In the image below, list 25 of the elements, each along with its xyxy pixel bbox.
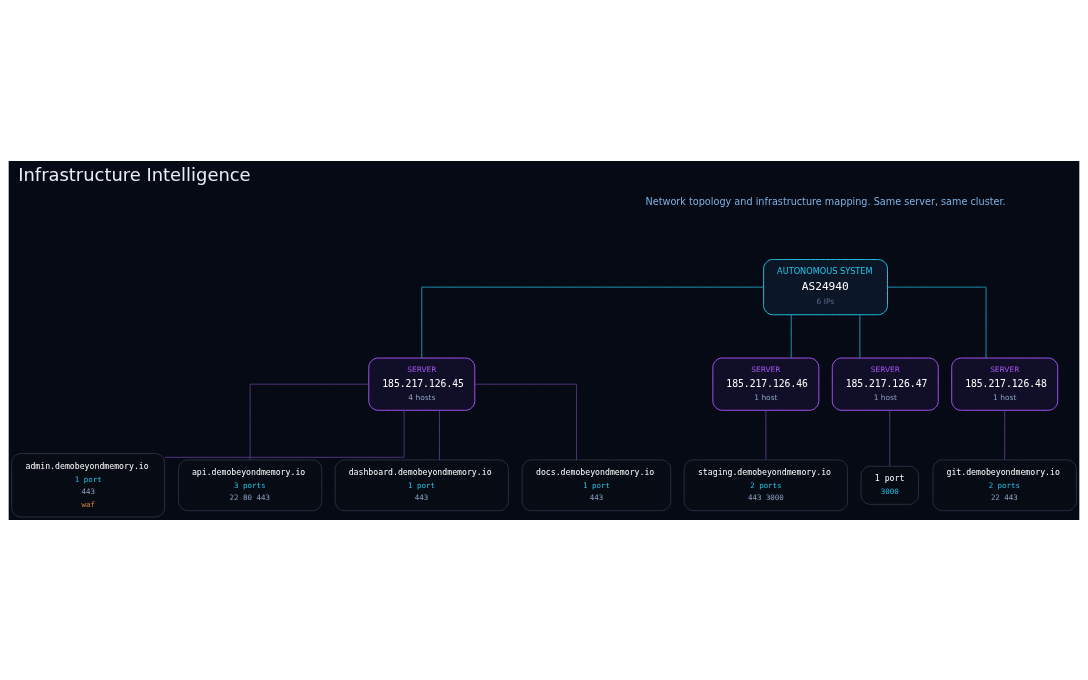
node-box: docs.demobeyondmemory.io 1 port 443 [521, 458, 672, 511]
connector [889, 409, 891, 467]
connector [249, 383, 370, 460]
connector [474, 383, 577, 460]
connector [1004, 409, 1006, 460]
node-box: SERVER 185.217.126.46 1 host [712, 357, 820, 411]
node-box: staging.demobeyondmemory.io 2 ports 443 3000 [683, 458, 849, 511]
node-box: SERVER 185.217.126.45 4 hosts [368, 357, 476, 411]
node-box: AUTONOMOUS SYSTEM AS24940 6 IPs [763, 258, 888, 315]
node-box: git.demobeyondmemory.io 2 ports 22 443 [932, 458, 1077, 511]
node-box: api.demobeyondmemory.io 3 ports 22 80 443 [178, 458, 323, 511]
connector [765, 409, 767, 460]
connector [421, 286, 765, 358]
label: Network topology and infrastructure mapping. Same server, same cluster. [645, 195, 1006, 207]
connector [439, 409, 440, 460]
connector [164, 409, 405, 458]
connector [887, 286, 987, 358]
node-box: SERVER 185.217.126.47 1 host [831, 357, 939, 411]
node-box: dashboard.demobeyondmemory.io 1 port 443 [334, 458, 509, 511]
node-box: admin.demobeyondmemory.io 1 port 443 waf [11, 452, 166, 517]
diagram-title: Infrastructure Intelligence [18, 163, 251, 185]
node-box: 1 port 3000 [860, 465, 919, 505]
node-box: SERVER 185.217.126.48 1 host [951, 357, 1059, 411]
connector [859, 314, 861, 358]
connector [790, 314, 792, 358]
